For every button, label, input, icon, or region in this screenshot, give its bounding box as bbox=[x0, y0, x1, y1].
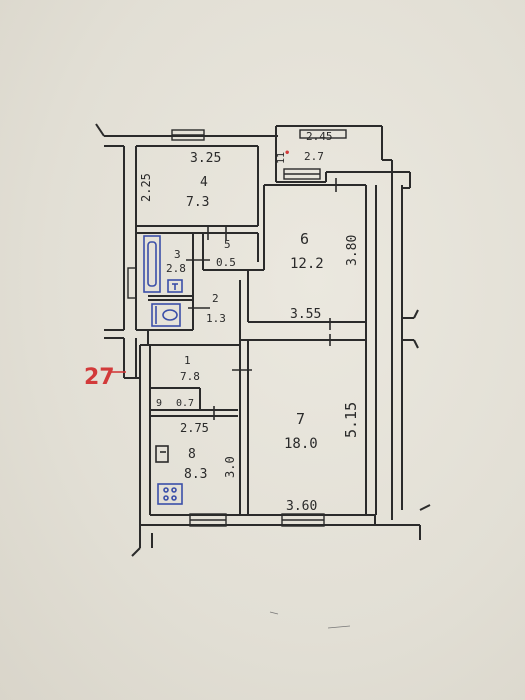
room-3-number: 3 bbox=[174, 248, 181, 261]
room-3-area: 2.8 bbox=[166, 262, 186, 275]
stove-icon bbox=[157, 483, 183, 505]
room-7-width: 3.60 bbox=[286, 499, 317, 514]
room-9-area: 0.7 bbox=[176, 398, 194, 409]
room-1-number: 1 bbox=[184, 354, 191, 367]
kitchen-sink-icon bbox=[155, 445, 169, 463]
room-labels: 3.25 2.25 4 7.3 3 2.8 5 0.5 2 1.3 6 12.2… bbox=[139, 130, 360, 514]
room-11-area: 2.7 bbox=[304, 150, 324, 163]
room-6-area: 12.2 bbox=[290, 256, 324, 272]
room-8-area: 8.3 bbox=[184, 467, 207, 482]
room-8-width: 2.75 bbox=[180, 421, 209, 435]
room-5-area: 0.5 bbox=[216, 256, 236, 269]
room-7-number: 7 bbox=[296, 410, 305, 428]
room-8-number: 8 bbox=[188, 447, 196, 462]
room-7-area: 18.0 bbox=[284, 436, 318, 452]
faint-marks bbox=[269, 611, 351, 629]
room-1-area: 7.8 bbox=[180, 370, 200, 383]
room-4-depth: 2.25 bbox=[139, 173, 153, 202]
room-4-area: 7.3 bbox=[186, 195, 209, 210]
room-4-width: 3.25 bbox=[190, 151, 221, 166]
bathtub-icon bbox=[143, 235, 161, 293]
red-mark: • bbox=[284, 148, 290, 159]
room-7-depth: 5.15 bbox=[342, 402, 360, 438]
room-11-width: 2.45 bbox=[306, 130, 333, 143]
room-2-area: 1.3 bbox=[206, 312, 226, 325]
door-marks bbox=[186, 178, 337, 420]
sink-icon bbox=[167, 279, 183, 293]
room-6-depth: 3.80 bbox=[345, 235, 360, 266]
room-11-number: 11 bbox=[276, 152, 287, 164]
room-2-number: 2 bbox=[212, 292, 219, 305]
room-6-width: 3.55 bbox=[290, 307, 321, 322]
room-6-number: 6 bbox=[300, 230, 309, 248]
room-8-depth: 3.0 bbox=[223, 456, 237, 478]
windows bbox=[127, 129, 347, 527]
walls bbox=[95, 123, 431, 557]
room-9-number: 9 bbox=[156, 398, 162, 409]
building-number: 27 bbox=[84, 365, 115, 390]
room-4-number: 4 bbox=[200, 175, 208, 190]
toilet-icon bbox=[151, 303, 181, 327]
room-5-number: 5 bbox=[224, 238, 231, 251]
